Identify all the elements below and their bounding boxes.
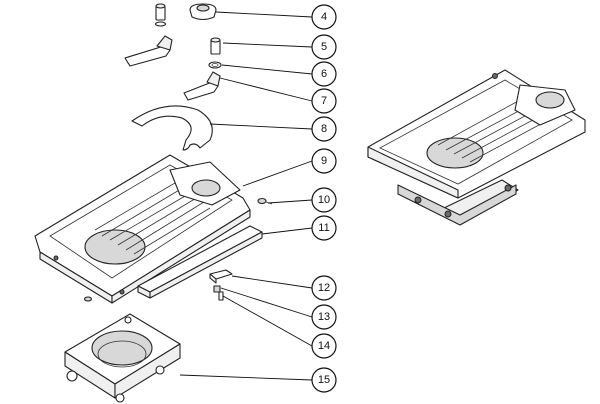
part-washer-6 xyxy=(208,61,222,69)
callout-9-label: 9 xyxy=(321,155,327,167)
callout-10-label: 10 xyxy=(318,194,330,206)
callout-4: 4 xyxy=(311,4,337,30)
part-screw-10 xyxy=(257,197,273,205)
leader-lines xyxy=(179,11,313,381)
callout-4-label: 4 xyxy=(321,11,327,23)
part-lever-7 xyxy=(183,71,221,101)
callout-5: 5 xyxy=(311,34,337,60)
part-cap-screw-top xyxy=(154,3,167,27)
callout-15-label: 15 xyxy=(318,374,330,386)
part-screw-5 xyxy=(210,37,221,55)
part-arc-guide-8 xyxy=(131,105,213,151)
part-screw-14 xyxy=(218,291,224,301)
callout-6-label: 6 xyxy=(321,68,327,80)
part-screw-small xyxy=(83,296,93,302)
callout-10: 10 xyxy=(311,187,337,213)
assembled-view xyxy=(367,69,586,226)
callout-9: 9 xyxy=(311,148,337,174)
callout-11: 11 xyxy=(311,215,337,241)
part-clamp-lever-left xyxy=(124,35,173,67)
part-carriage-plate-9 xyxy=(34,154,251,304)
part-long-bar-11 xyxy=(137,225,263,299)
callout-13-label: 13 xyxy=(318,311,330,323)
callout-12-label: 12 xyxy=(318,282,330,294)
callout-8: 8 xyxy=(311,116,337,142)
callout-7: 7 xyxy=(311,88,337,114)
part-mounting-flange-15 xyxy=(64,313,181,403)
callout-7-label: 7 xyxy=(321,95,327,107)
callout-15: 15 xyxy=(311,367,337,393)
callout-6: 6 xyxy=(311,61,337,87)
callout-12: 12 xyxy=(311,275,337,301)
callout-5-label: 5 xyxy=(321,41,327,53)
callout-14-label: 14 xyxy=(318,340,330,352)
callout-13: 13 xyxy=(311,304,337,330)
part-knob xyxy=(189,3,217,21)
callout-11-label: 11 xyxy=(318,222,329,234)
callout-14: 14 xyxy=(311,333,337,359)
callout-8-label: 8 xyxy=(321,123,327,135)
part-nut-13 xyxy=(213,285,221,293)
part-block-12 xyxy=(209,269,233,284)
